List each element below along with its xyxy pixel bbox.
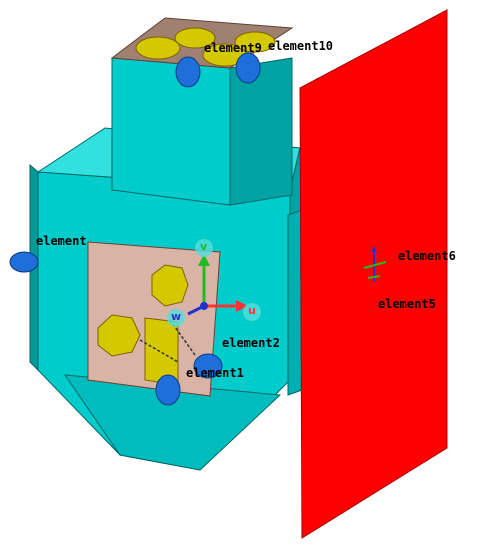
- axis-u-arrow-icon: [236, 300, 248, 312]
- axis-w-label: w: [171, 310, 182, 323]
- axis-origin: [200, 302, 208, 310]
- board-patch-bottom: [144, 317, 179, 386]
- axis-u-label: u: [248, 304, 256, 317]
- label-element9: element9: [204, 41, 262, 55]
- port-element1-icon[interactable]: [155, 374, 181, 406]
- board-trace-1: [139, 339, 179, 363]
- element6-arrow-icon: [371, 246, 377, 252]
- element6-marker-h: [363, 261, 387, 269]
- board-patch-left: [97, 314, 141, 357]
- label-element2: element2: [222, 336, 280, 350]
- label-element6: element6: [398, 249, 456, 263]
- lid-patch-4: [234, 31, 276, 53]
- label-element5: element5: [378, 297, 436, 311]
- upper-box-front-face: [111, 57, 231, 206]
- axis-w-badge: [167, 309, 185, 327]
- port-element-left-icon[interactable]: [9, 251, 39, 273]
- element5-marker: [367, 275, 381, 279]
- label-element-left: element: [36, 234, 87, 248]
- label-element1: element1: [186, 366, 244, 380]
- board-patch-top: [151, 264, 189, 307]
- axis-v-badge: [195, 239, 213, 257]
- axis-v-arrow-icon: [198, 254, 210, 266]
- lid-patch-1: [135, 36, 181, 60]
- port-element2-icon[interactable]: [193, 353, 223, 379]
- right-ledge: [287, 209, 303, 396]
- port-element9-icon[interactable]: [175, 56, 201, 88]
- lid-patch-2: [174, 27, 216, 49]
- label-element10: element10: [268, 39, 334, 53]
- port-element10-icon[interactable]: [235, 52, 261, 84]
- axis-v-label: v: [200, 240, 208, 253]
- axis-u-badge: [243, 303, 261, 321]
- upper-box-right-face: [229, 57, 293, 206]
